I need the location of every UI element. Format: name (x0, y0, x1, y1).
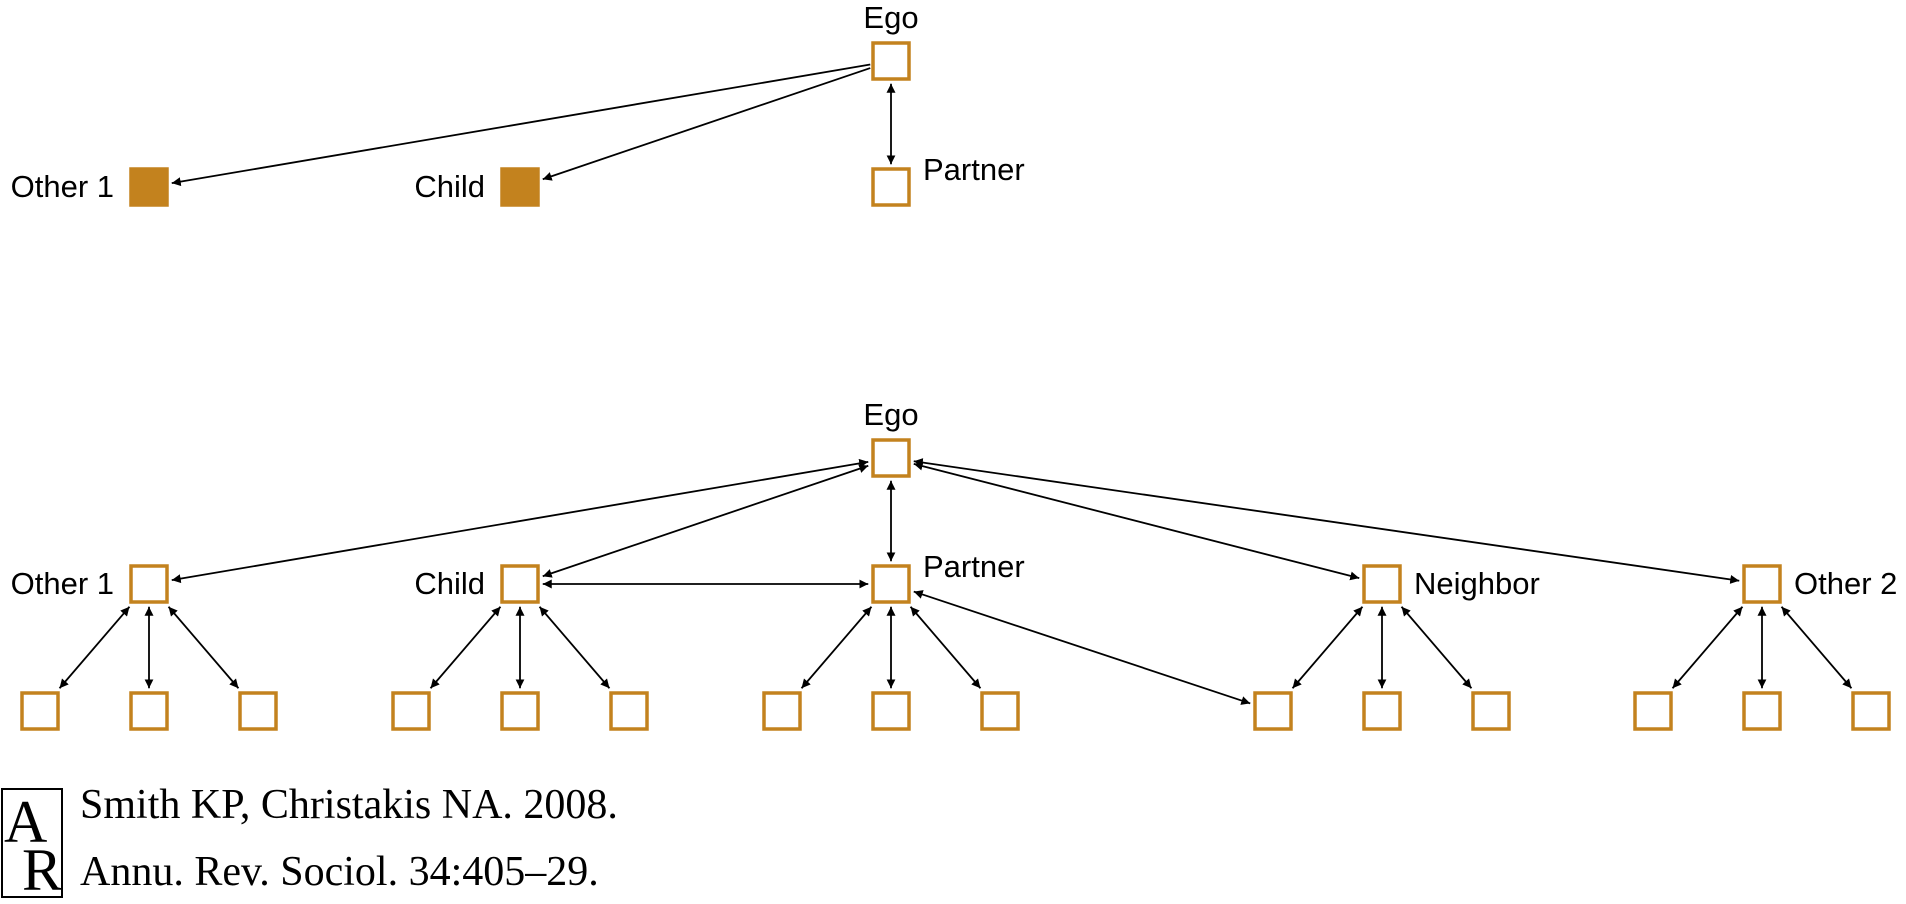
edge-ego-other1 (171, 458, 869, 584)
citation-line-1: Smith KP, Christakis NA. 2008. (80, 782, 618, 828)
citation-block: A R Smith KP, Christakis NA. 2008. Annu.… (1, 782, 618, 903)
edge-ego-child (542, 67, 871, 181)
edge-neighbor-na (1291, 606, 1364, 689)
edge-other1-o1a (58, 606, 131, 689)
node-o2a (1633, 691, 1673, 731)
edge-neighbor-nc (1400, 606, 1473, 689)
node-ego (871, 438, 911, 478)
node-neighbor (1362, 564, 1402, 604)
node-o2b (1742, 691, 1782, 731)
logo-letter-a: A (4, 789, 47, 855)
edge-partner-na (913, 590, 1251, 705)
logo-letter-r: R (22, 837, 62, 903)
node-ego (871, 41, 911, 81)
edge-ego-child (542, 464, 869, 578)
node-label-other2: Other 2 (1794, 566, 1897, 601)
node-label-partner: Partner (923, 152, 1025, 187)
node-label-neighbor: Neighbor (1414, 566, 1540, 601)
edge-partner-pc (909, 606, 982, 689)
citation-line-2: Annu. Rev. Sociol. 34:405–29. (80, 849, 599, 895)
edge-child-chc (538, 606, 611, 689)
node-pb (871, 691, 911, 731)
edge-child-cha (429, 606, 502, 689)
node-o2c (1851, 691, 1891, 731)
node-child (500, 564, 540, 604)
node-o1c (238, 691, 278, 731)
node-nb (1362, 691, 1402, 731)
node-label-partner: Partner (923, 549, 1025, 584)
node-label-other1: Other 1 (11, 566, 114, 601)
node-other1 (129, 564, 169, 604)
edge-other1-o1c (167, 606, 240, 689)
edge-other2-o2a (1671, 606, 1744, 689)
node-chb (500, 691, 540, 731)
node-nc (1471, 691, 1511, 731)
edge-other2-o2c (1780, 606, 1853, 689)
node-o1a (20, 691, 60, 731)
node-label-child: Child (414, 169, 485, 204)
node-label-child: Child (414, 566, 485, 601)
annual-reviews-logo: A R (1, 788, 63, 903)
node-other1 (129, 167, 169, 207)
node-partner (871, 564, 911, 604)
edge-ego-other1 (171, 63, 871, 187)
node-child (500, 167, 540, 207)
node-label-ego: Ego (863, 0, 918, 35)
node-partner (871, 167, 911, 207)
node-label-ego: Ego (863, 397, 918, 432)
node-o1b (129, 691, 169, 731)
node-label-other1: Other 1 (11, 169, 114, 204)
node-pa (762, 691, 802, 731)
node-pc (980, 691, 1020, 731)
edge-partner-pa (800, 606, 873, 689)
edge-ego-other2 (913, 458, 1740, 584)
node-other2 (1742, 564, 1782, 604)
node-chc (609, 691, 649, 731)
node-na (1253, 691, 1293, 731)
node-cha (391, 691, 431, 731)
